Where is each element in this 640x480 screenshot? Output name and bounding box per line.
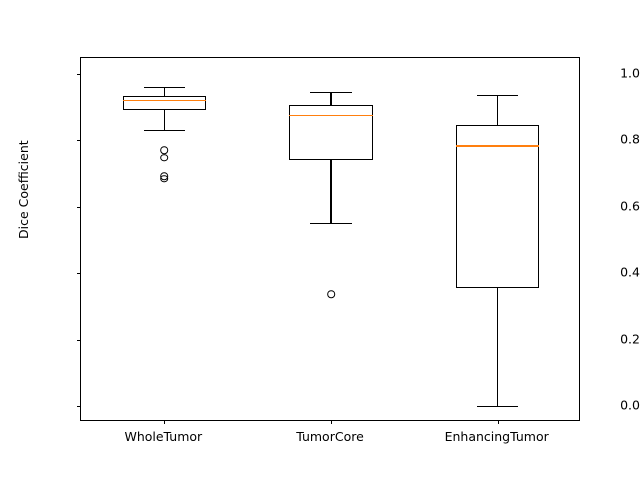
outlier-point bbox=[160, 153, 169, 162]
x-tick-label-tumorcore: TumorCore bbox=[296, 429, 364, 444]
y-tick-label: 0.8 bbox=[620, 131, 640, 147]
x-tick-mark bbox=[331, 420, 333, 424]
y-tick-label: 0.4 bbox=[620, 264, 640, 280]
y-tick-mark bbox=[77, 406, 81, 408]
median-line bbox=[456, 145, 540, 147]
iqr-box bbox=[289, 105, 373, 160]
boxplot-enhancingtumor bbox=[81, 58, 579, 420]
x-tick-label-enhancingtumor: EnhancingTumor bbox=[444, 429, 549, 444]
cap-lower bbox=[143, 130, 186, 132]
median-line bbox=[289, 115, 373, 117]
whisker-lower bbox=[163, 110, 165, 131]
y-tick-mark bbox=[77, 206, 81, 208]
y-tick-mark bbox=[77, 73, 81, 76]
whisker-upper bbox=[330, 91, 332, 106]
outlier-point bbox=[160, 146, 169, 155]
plot-axes bbox=[77, 57, 580, 424]
y-axis-label: Dice Coefficient bbox=[16, 140, 31, 239]
iqr-box bbox=[456, 125, 540, 289]
boxplot-wholetumor bbox=[81, 58, 579, 420]
outlier-point bbox=[327, 290, 335, 298]
y-tick-label: 0.6 bbox=[620, 198, 640, 214]
whisker-lower bbox=[497, 288, 499, 407]
plot-area bbox=[77, 58, 579, 424]
y-tick-mark bbox=[77, 273, 81, 275]
cap-lower bbox=[310, 223, 352, 225]
iqr-box bbox=[122, 95, 206, 111]
y-tick-mark bbox=[77, 339, 81, 341]
x-tick-label-wholetumor: WholeTumor bbox=[124, 429, 203, 444]
x-tick-mark bbox=[497, 420, 499, 424]
y-tick-mark bbox=[77, 140, 81, 142]
y-tick-label: 0.0 bbox=[620, 397, 640, 413]
cap-upper bbox=[476, 95, 519, 97]
y-tick-label: 1.0 bbox=[620, 65, 640, 81]
cap-lower bbox=[476, 406, 519, 408]
whisker-upper bbox=[163, 86, 165, 96]
boxplot-tumorcore bbox=[81, 58, 579, 420]
cap-upper bbox=[310, 91, 352, 93]
y-tick-label: 0.2 bbox=[620, 331, 640, 347]
whisker-upper bbox=[497, 95, 499, 126]
whisker-lower bbox=[330, 159, 332, 224]
cap-upper bbox=[143, 86, 186, 88]
median-line bbox=[122, 99, 206, 102]
x-tick-mark bbox=[164, 420, 166, 424]
outlier-point bbox=[160, 174, 169, 183]
